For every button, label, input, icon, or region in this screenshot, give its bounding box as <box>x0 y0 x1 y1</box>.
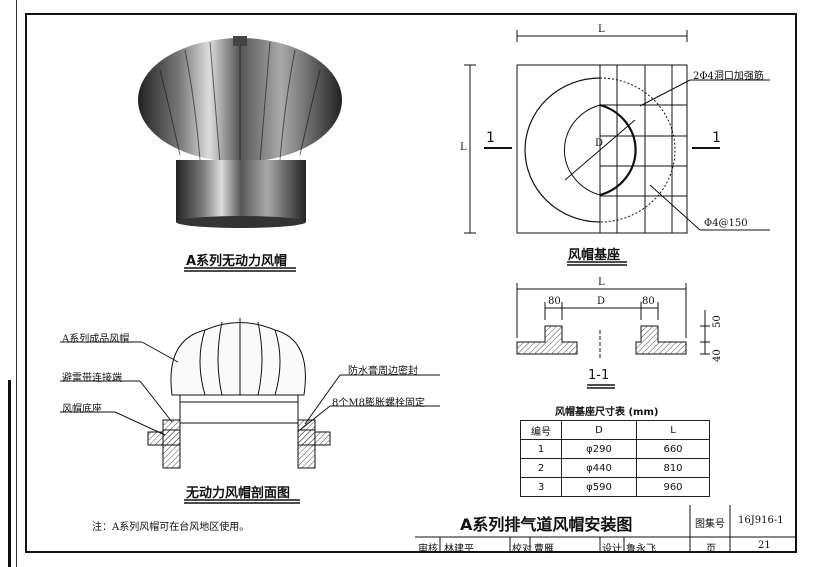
title-block-grid <box>415 505 797 553</box>
table-cell: φ290 <box>561 439 637 459</box>
dimension-table: 编号 D L 1 φ290 660 2 φ440 810 3 φ590 960 <box>520 420 710 497</box>
sec-dim-40: 40 <box>712 349 723 362</box>
binding-strip-bar <box>8 380 11 567</box>
plan-dim-l-side: L <box>460 142 467 153</box>
reviewer-name: 林建平 <box>444 544 474 555</box>
plan-dim-d: D <box>595 138 604 149</box>
atlas-label: 图集号 <box>695 519 725 530</box>
section-caption: 无动力风帽剖面图 <box>186 486 291 501</box>
table-cell: φ590 <box>561 477 637 497</box>
table-cell: 1 <box>520 439 562 459</box>
page-number: 21 <box>758 540 771 551</box>
sec-dim-right-80: 80 <box>642 296 655 307</box>
table-row: 2 φ440 810 <box>520 458 710 478</box>
sec-dim-d: D <box>597 296 606 307</box>
table-header: 编号 <box>520 420 562 440</box>
base-section <box>516 283 710 360</box>
table-cell: 2 <box>520 458 562 478</box>
plan-dim-l-top: L <box>598 24 605 35</box>
base-caption: 风帽基座 <box>568 248 621 263</box>
table-cell: 960 <box>636 477 710 497</box>
table-row: 1 φ290 660 <box>520 439 710 459</box>
sec-dim-50: 50 <box>712 315 723 328</box>
callout-base: 风帽底座 <box>62 404 102 415</box>
callout-seal: 防水膏周边密封 <box>348 366 418 377</box>
callout-bolts: 8个M8膨胀螺栓固定 <box>332 398 425 409</box>
table-header: D <box>561 420 637 440</box>
usage-note: 注：A系列风帽可在台风地区使用。 <box>92 522 250 533</box>
section-mark-right: 1 <box>712 130 721 146</box>
caption-underlines <box>184 261 627 504</box>
table-header: L <box>636 420 710 440</box>
check-label: 校对 <box>512 544 532 555</box>
page-label: 页 <box>706 544 716 555</box>
section-title: 1-1 <box>588 368 610 383</box>
table-title: 风帽基座尺寸表 (mm) <box>555 407 659 418</box>
photo-caption: A系列无动力风帽 <box>186 254 288 269</box>
drawing-title: A系列排气道风帽安装图 <box>460 515 633 534</box>
ventilator-section <box>60 318 440 469</box>
table-row: 3 φ590 960 <box>520 477 710 497</box>
section-mark-left: 1 <box>486 130 495 146</box>
design-label: 设计 <box>602 544 622 555</box>
checker-name: 曹雁 <box>534 544 554 555</box>
drawing-frame <box>25 13 797 553</box>
designer-name: 鲁永飞 <box>626 544 656 555</box>
ventilator-photo <box>138 36 342 228</box>
base-plan <box>464 30 770 234</box>
review-label: 审核 <box>418 544 438 555</box>
atlas-number: 16J916-1 <box>738 515 784 526</box>
callout-ventilator: A系列成品风帽 <box>62 334 130 345</box>
mesh-note: Φ4@150 <box>704 218 748 229</box>
table-cell: 810 <box>636 458 710 478</box>
binding-strip <box>4 0 17 567</box>
callout-lightning: 避雷带连接端 <box>62 373 122 384</box>
sec-dim-left-80: 80 <box>548 296 561 307</box>
rebar-note: 2Φ4洞口加强筋 <box>693 71 764 82</box>
table-cell: 3 <box>520 477 562 497</box>
table-cell: φ440 <box>561 458 637 478</box>
table-cell: 660 <box>636 439 710 459</box>
sec-dim-l: L <box>598 277 605 288</box>
